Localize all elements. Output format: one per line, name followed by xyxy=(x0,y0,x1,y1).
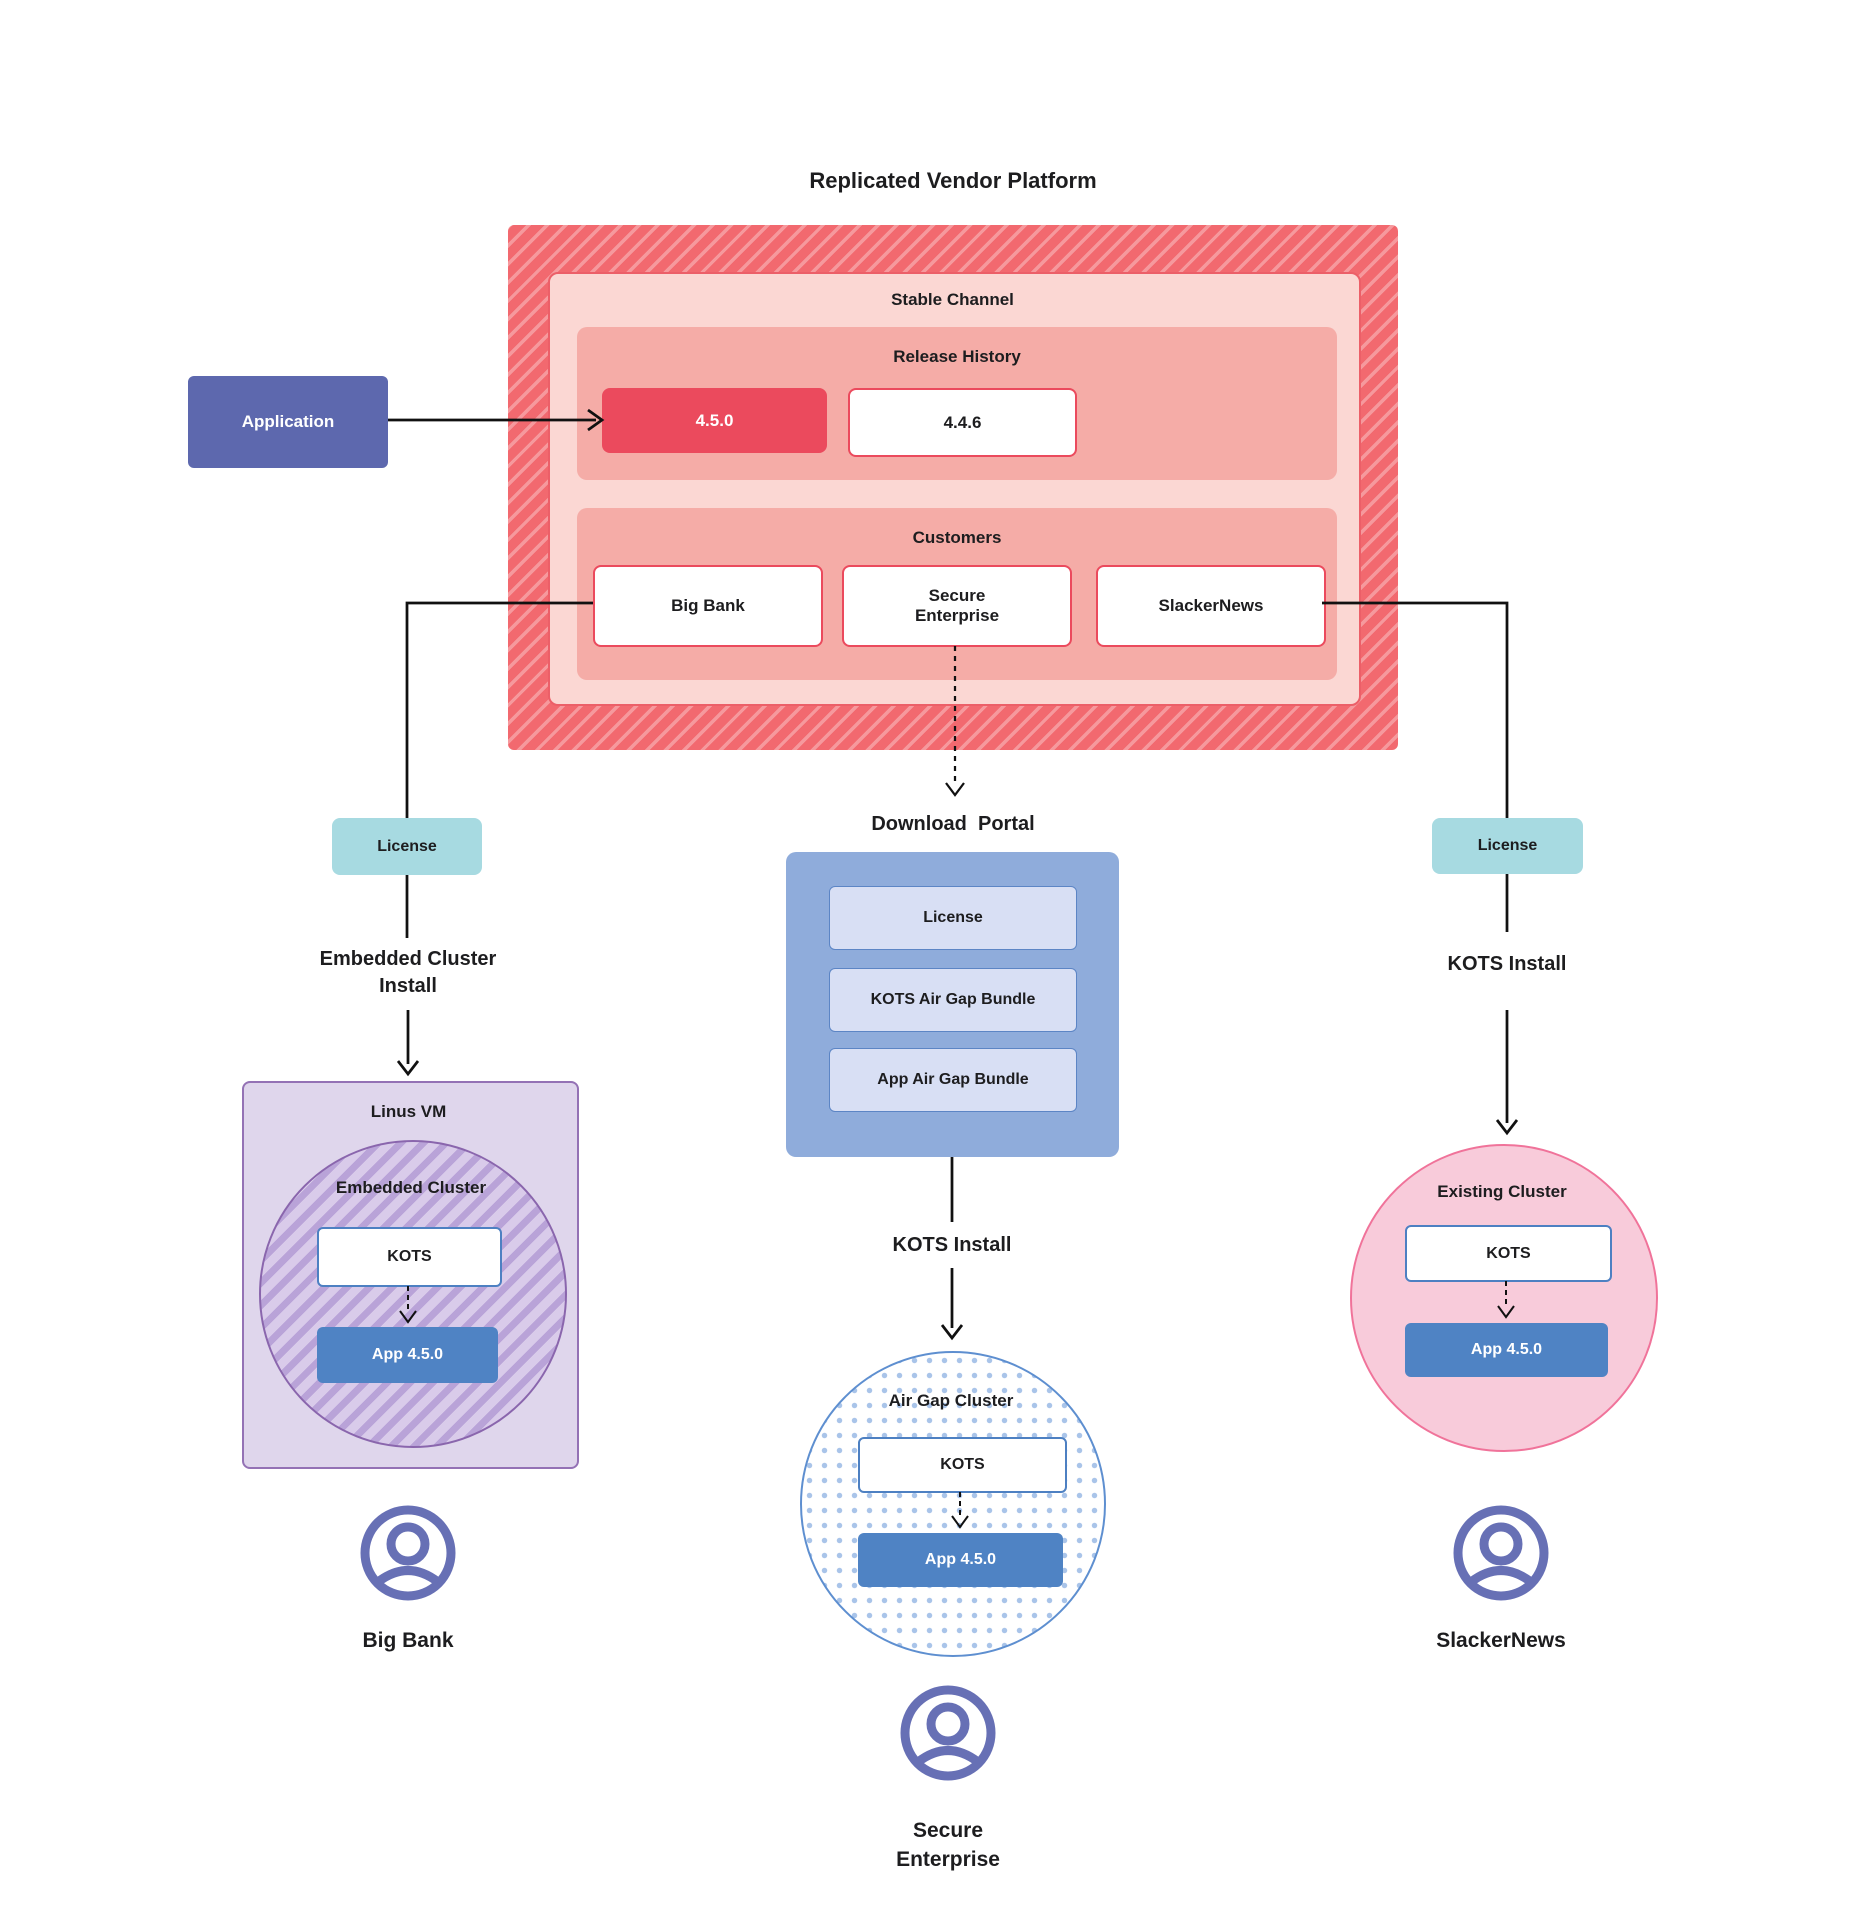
embedded-cluster-circle xyxy=(259,1140,567,1448)
customers-label: Customers xyxy=(912,528,1002,547)
release-4-4-6: 4.4.6 xyxy=(848,388,1077,457)
linus-vm-label: Linus VM xyxy=(370,1102,447,1121)
person-icon-secure-enterprise xyxy=(900,1685,996,1781)
air-gap-cluster-circle xyxy=(800,1351,1106,1657)
person-icon-big-bank xyxy=(360,1505,456,1601)
license-box-big-bank: License xyxy=(332,818,482,875)
customer-secure-enterprise: Secure Enterprise xyxy=(842,565,1072,647)
existing-cluster-circle xyxy=(1350,1144,1658,1452)
person-icon-slackernews xyxy=(1453,1505,1549,1601)
release-4-5-0: 4.5.0 xyxy=(602,388,827,453)
download-portal-label: Download Portal xyxy=(871,812,1035,835)
application-box: Application xyxy=(188,376,388,468)
app-box-big-bank: App 4.5.0 xyxy=(317,1327,498,1383)
kots-box-big-bank: KOTS xyxy=(317,1227,502,1287)
existing-cluster-label: Existing Cluster xyxy=(1437,1182,1567,1201)
license-box-slackernews: License xyxy=(1432,818,1583,874)
portal-item-app-air-gap-bundle: App Air Gap Bundle xyxy=(829,1048,1077,1112)
stable-channel-label: Stable Channel xyxy=(891,290,1014,309)
app-box-slackernews: App 4.5.0 xyxy=(1405,1323,1608,1377)
kots-box-slackernews: KOTS xyxy=(1405,1225,1612,1282)
diagram-title: Replicated Vendor Platform xyxy=(809,168,1097,193)
kots-box-secure-enterprise: KOTS xyxy=(858,1437,1067,1493)
embedded-cluster-label: Embedded Cluster xyxy=(335,1178,487,1197)
embedded-cluster-install-label: Embedded Cluster Install xyxy=(319,948,497,997)
slackernews-customer-label: SlackerNews xyxy=(1436,1629,1566,1653)
portal-item-license: License xyxy=(829,886,1077,950)
portal-item-kots-air-gap-bundle: KOTS Air Gap Bundle xyxy=(829,968,1077,1032)
release-history-label: Release History xyxy=(893,347,1021,366)
customer-slackernews: SlackerNews xyxy=(1096,565,1326,647)
big-bank-customer-label: Big Bank xyxy=(362,1629,454,1653)
secure-enterprise-customer-label: Secure Enterprise xyxy=(896,1818,1000,1871)
kots-install-label-middle: KOTS Install xyxy=(892,1233,1012,1256)
air-gap-cluster-label: Air Gap Cluster xyxy=(888,1391,1014,1410)
kots-install-label-right: KOTS Install xyxy=(1447,952,1567,975)
customer-big-bank: Big Bank xyxy=(593,565,823,647)
app-box-secure-enterprise: App 4.5.0 xyxy=(858,1533,1063,1587)
